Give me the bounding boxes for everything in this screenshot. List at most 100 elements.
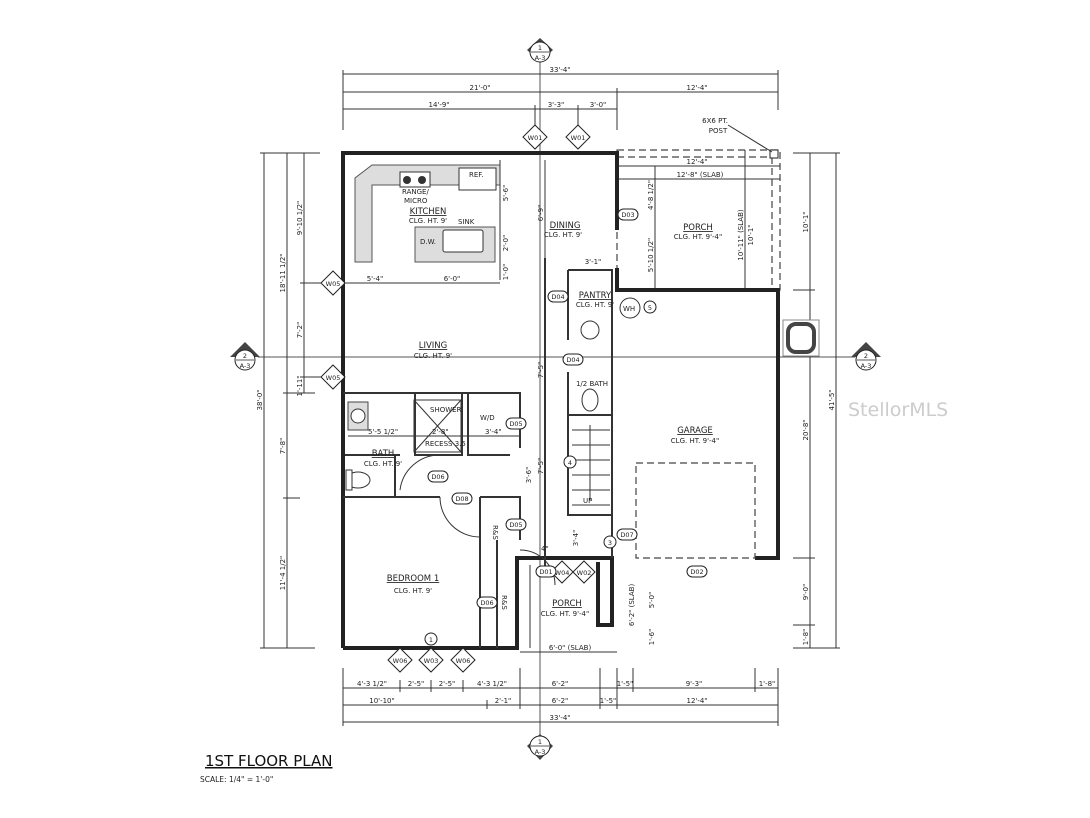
svg-text:D04: D04 [566,356,579,364]
svg-text:4": 4" [541,545,549,553]
svg-text:12'-4": 12'-4" [686,158,707,166]
svg-text:3'-0": 3'-0" [590,101,607,109]
svg-text:CLG. HT. 9'-4": CLG. HT. 9'-4" [671,437,719,445]
door-tag: D05 [505,518,527,531]
sink-label: SINK [458,218,475,226]
svg-text:KITCHEN: KITCHEN [410,207,447,217]
callout: 3 [603,535,617,549]
svg-text:D02: D02 [690,568,703,576]
svg-text:12'-8" (SLAB): 12'-8" (SLAB) [677,171,724,179]
svg-text:33'-4": 33'-4" [549,66,570,74]
door-tag: D02 [686,565,708,578]
wd-label: W/D [480,414,495,422]
svg-text:CLG. HT. 9'-4": CLG. HT. 9'-4" [541,610,589,618]
door-tag: D04 [562,353,584,366]
drawing-scale: SCALE: 1/4" = 1'-0" [200,775,273,784]
svg-text:A-3: A-3 [535,54,546,62]
svg-text:5'-4": 5'-4" [367,275,384,283]
svg-text:W05: W05 [326,374,341,382]
svg-text:W02: W02 [577,569,592,577]
door-tag: D05 [505,417,527,430]
svg-text:6'-0" (SLAB): 6'-0" (SLAB) [549,644,592,652]
svg-text:CLG. HT. 9': CLG. HT. 9' [544,231,582,239]
svg-text:5'-5 1/2": 5'-5 1/2" [368,428,398,436]
door-tag: D01 [535,565,557,578]
svg-text:3: 3 [608,539,612,547]
door-tag: D07 [616,528,638,541]
svg-text:D06: D06 [480,599,493,607]
shower-label: SHOWER [430,406,462,414]
svg-text:CLG. HT. 9': CLG. HT. 9' [364,460,402,468]
svg-text:7'-5": 7'-5" [537,362,545,379]
stairs-up-label: UP [583,497,592,505]
svg-text:41'-5": 41'-5" [828,389,836,410]
dimensions-interior [343,160,617,653]
dimensions-right: 10'-1" 20'-8" 9'-0" 1'-8" 41'-5" [793,152,840,649]
svg-text:A-3: A-3 [535,748,546,756]
svg-text:33'-4": 33'-4" [549,714,570,722]
svg-text:2'-5": 2'-5" [439,680,456,688]
svg-text:18'-11 1/2": 18'-11 1/2" [279,254,287,293]
svg-text:GARAGE: GARAGE [677,426,713,436]
svg-text:5'-10 1/2": 5'-10 1/2" [647,238,655,273]
window-tag: W03 [418,647,444,673]
svg-text:W04: W04 [555,569,570,577]
micro-label: MICRO [404,197,428,205]
callout: 5 [643,300,657,314]
svg-text:1/2 BATH: 1/2 BATH [576,380,608,388]
svg-text:CLG. HT. 9': CLG. HT. 9' [394,587,432,595]
dimensions-top: 33'-4" 21'-0" 12'-4" 14'-9" 3'-3" 3'-0" [342,66,779,130]
section-marker-right: 2 A-3 [851,342,881,371]
svg-text:LIVING: LIVING [419,341,448,351]
post-note: 6X6 PT. [702,117,728,125]
section-marker-bottom: 1 A-3 [527,734,553,760]
window-tag: W01 [522,124,548,150]
svg-text:5'-6": 5'-6" [502,185,510,202]
recess-label: RECESS 3.5 [425,440,466,448]
section-marker-left: 2 A-3 [230,342,260,371]
window-tag: W05 [320,270,346,296]
svg-text:21'-0": 21'-0" [469,84,490,92]
kitchen-fixtures [354,164,501,263]
svg-text:W06: W06 [456,657,471,665]
svg-text:2'-8": 2'-8" [432,428,449,436]
walls [341,151,820,650]
svg-text:A-3: A-3 [861,362,872,370]
svg-text:4'-3 1/2": 4'-3 1/2" [357,680,387,688]
svg-text:CLG. HT. 9': CLG. HT. 9' [576,301,614,309]
svg-text:W03: W03 [424,657,439,665]
dw-label: D.W. [420,238,436,246]
svg-text:4'-3 1/2": 4'-3 1/2" [477,680,507,688]
svg-text:1'-0": 1'-0" [502,264,510,281]
svg-text:D08: D08 [455,495,468,503]
svg-text:1'-6": 1'-6" [648,629,656,646]
svg-text:2: 2 [243,352,247,360]
svg-text:1'-8": 1'-8" [802,629,810,646]
svg-text:W01: W01 [571,134,586,142]
svg-text:10'-11" (SLAB): 10'-11" (SLAB) [737,209,745,261]
dimensions-left: 38'-0" 18'-11 1/2" 7'-8" 11'-4 1/2" 9'-1… [256,152,325,649]
rs-label: R&S [491,525,499,540]
svg-text:5: 5 [648,304,652,312]
window-tag: W01 [565,124,591,150]
svg-text:3'-3": 3'-3" [548,101,565,109]
svg-text:1'-11": 1'-11" [296,375,304,396]
svg-text:D04: D04 [551,293,564,301]
svg-text:D06: D06 [431,473,444,481]
section-marker-top: 1 A-3 [527,38,553,63]
svg-text:BATH: BATH [372,449,395,459]
svg-text:2'-1": 2'-1" [495,697,512,705]
door-tag: D03 [617,208,639,221]
svg-text:3'-1": 3'-1" [585,258,602,266]
svg-text:6'-2" (SLAB): 6'-2" (SLAB) [628,584,636,627]
door-tag: D06 [427,470,449,483]
